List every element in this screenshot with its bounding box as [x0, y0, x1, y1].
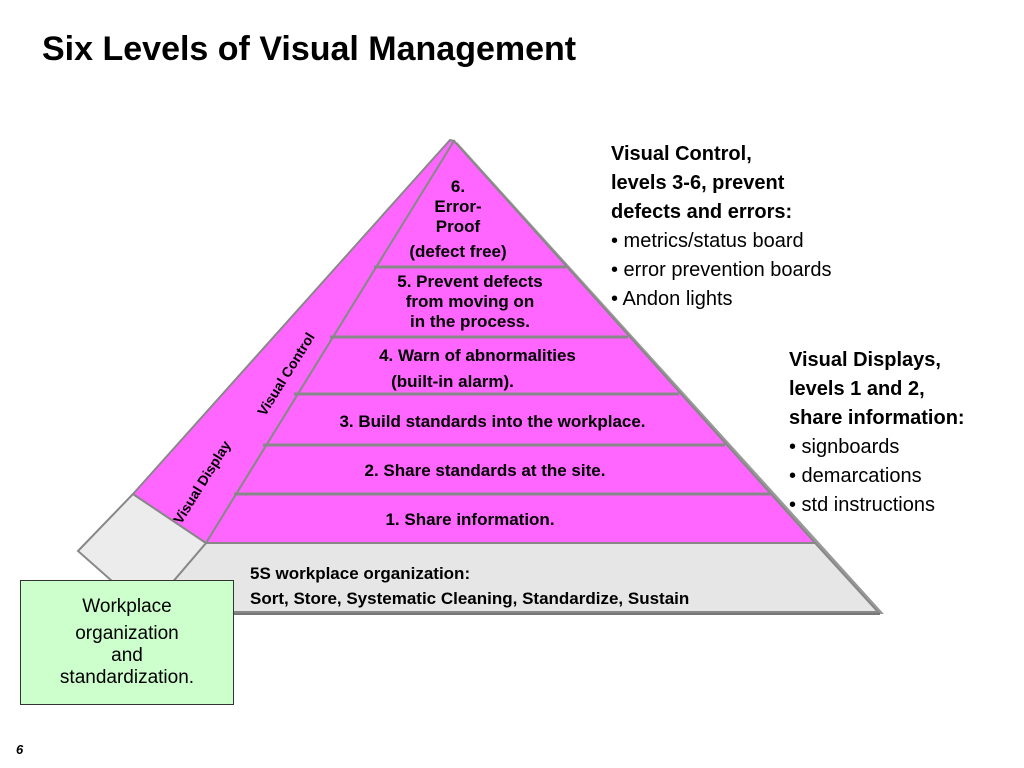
pyramid-face — [204, 139, 818, 544]
list-item: • demarcations — [789, 465, 922, 487]
base-label: 5S workplace organization: Sort, Store, … — [250, 564, 690, 608]
workplace-organization-box: Workplace organization and standardizati… — [20, 580, 234, 705]
level-4-label: 4. Warn of abnormalities (built-in alarm… — [379, 346, 576, 391]
visual-displays-description: Visual Displays, levels 1 and 2, share i… — [789, 346, 965, 520]
level-5-label: 5. Prevent defects from moving on in the… — [397, 272, 543, 331]
slide-number: 6 — [16, 742, 24, 757]
list-item: • std instructions — [789, 494, 935, 516]
level-3-label: 3. Build standards into the workplace. — [339, 412, 646, 431]
level-1-label: 1. Share information. — [385, 510, 555, 529]
list-item: • error prevention boards — [611, 259, 832, 281]
list-item: • metrics/status board — [611, 230, 804, 252]
visual-control-description: Visual Control, levels 3-6, prevent defe… — [611, 140, 831, 314]
level-2-label: 2. Share standards at the site. — [364, 461, 606, 480]
level-6-label: 6. Error- Proof (defect free) — [409, 177, 507, 261]
list-item: • Andon lights — [611, 288, 733, 310]
slide-title: Six Levels of Visual Management — [42, 30, 577, 68]
list-item: • signboards — [789, 436, 900, 458]
